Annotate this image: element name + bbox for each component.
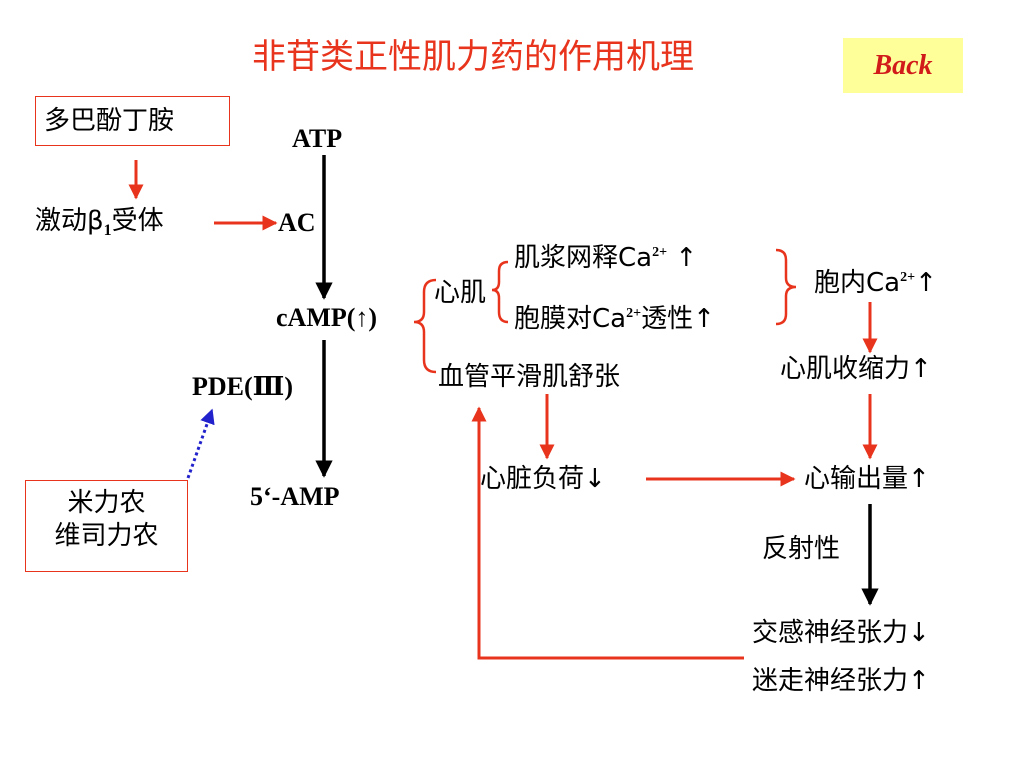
membrane-perm-post: 透性↑ <box>641 304 715 334</box>
sr-release-arrow: ↑ <box>667 243 698 273</box>
contractility: 心肌收缩力↑ <box>780 354 932 384</box>
beta1-subscript: 1 <box>103 222 112 239</box>
cardiac-output: 心输出量↑ <box>804 464 930 494</box>
membrane-perm-pre: 胞膜对Ca <box>514 304 627 334</box>
brace-calcium <box>775 248 797 326</box>
brace-myocardium <box>491 260 509 324</box>
ac-node: AC <box>278 208 316 237</box>
membrane-perm-sup: 2+ <box>626 306 642 321</box>
beta1-receptor-node: 激动β1受体 <box>35 208 164 239</box>
intracellular-ca-sup: 2+ <box>900 270 916 285</box>
cardiac-load: 心脏负荷↓ <box>480 464 606 494</box>
back-button[interactable]: Back <box>843 38 963 93</box>
beta1-suffix: 受体 <box>111 206 164 236</box>
camp-node: cAMP(↑) <box>276 303 378 332</box>
arrow-inhibitor-to-pde <box>186 408 215 479</box>
amp5-node: 5‘-AMP <box>250 482 340 511</box>
sr-release-sup: 2+ <box>652 245 668 260</box>
myocardium-label: 心肌 <box>434 278 487 308</box>
membrane-permeability: 胞膜对Ca2+透性↑ <box>514 306 715 332</box>
brace-camp <box>413 278 437 374</box>
reflex-label: 反射性 <box>762 534 841 564</box>
beta1-prefix: 激动β <box>35 206 104 236</box>
intracellular-ca-arrow: ↑ <box>915 268 937 298</box>
arrow-feedback-loop <box>471 406 744 660</box>
page-title: 非苷类正性肌力药的作用机理 <box>252 37 694 77</box>
sr-release-text: 肌浆网释Ca <box>514 243 653 273</box>
dopamine-label: 多巴酚丁胺 <box>44 106 175 136</box>
sr-calcium-release: 肌浆网释Ca2+ ↑ <box>514 245 697 271</box>
inhibitors-box: 米力农 维司力农 <box>25 480 188 572</box>
intracellular-calcium: 胞内Ca2+↑ <box>814 270 937 296</box>
dopamine-box: 多巴酚丁胺 <box>35 96 230 146</box>
intracellular-ca-pre: 胞内Ca <box>814 268 901 298</box>
vascular-relaxation: 血管平滑肌舒张 <box>438 362 621 392</box>
atp-node: ATP <box>292 124 343 153</box>
inhibitor-milrinone: 米力农 <box>67 488 146 518</box>
sympathetic-tone: 交感神经张力↓ <box>752 618 930 648</box>
inhibitor-vesnarinone: 维司力农 <box>54 520 159 551</box>
pde-node: PDE(Ⅲ) <box>192 372 293 401</box>
vagal-tone: 迷走神经张力↑ <box>752 666 930 696</box>
